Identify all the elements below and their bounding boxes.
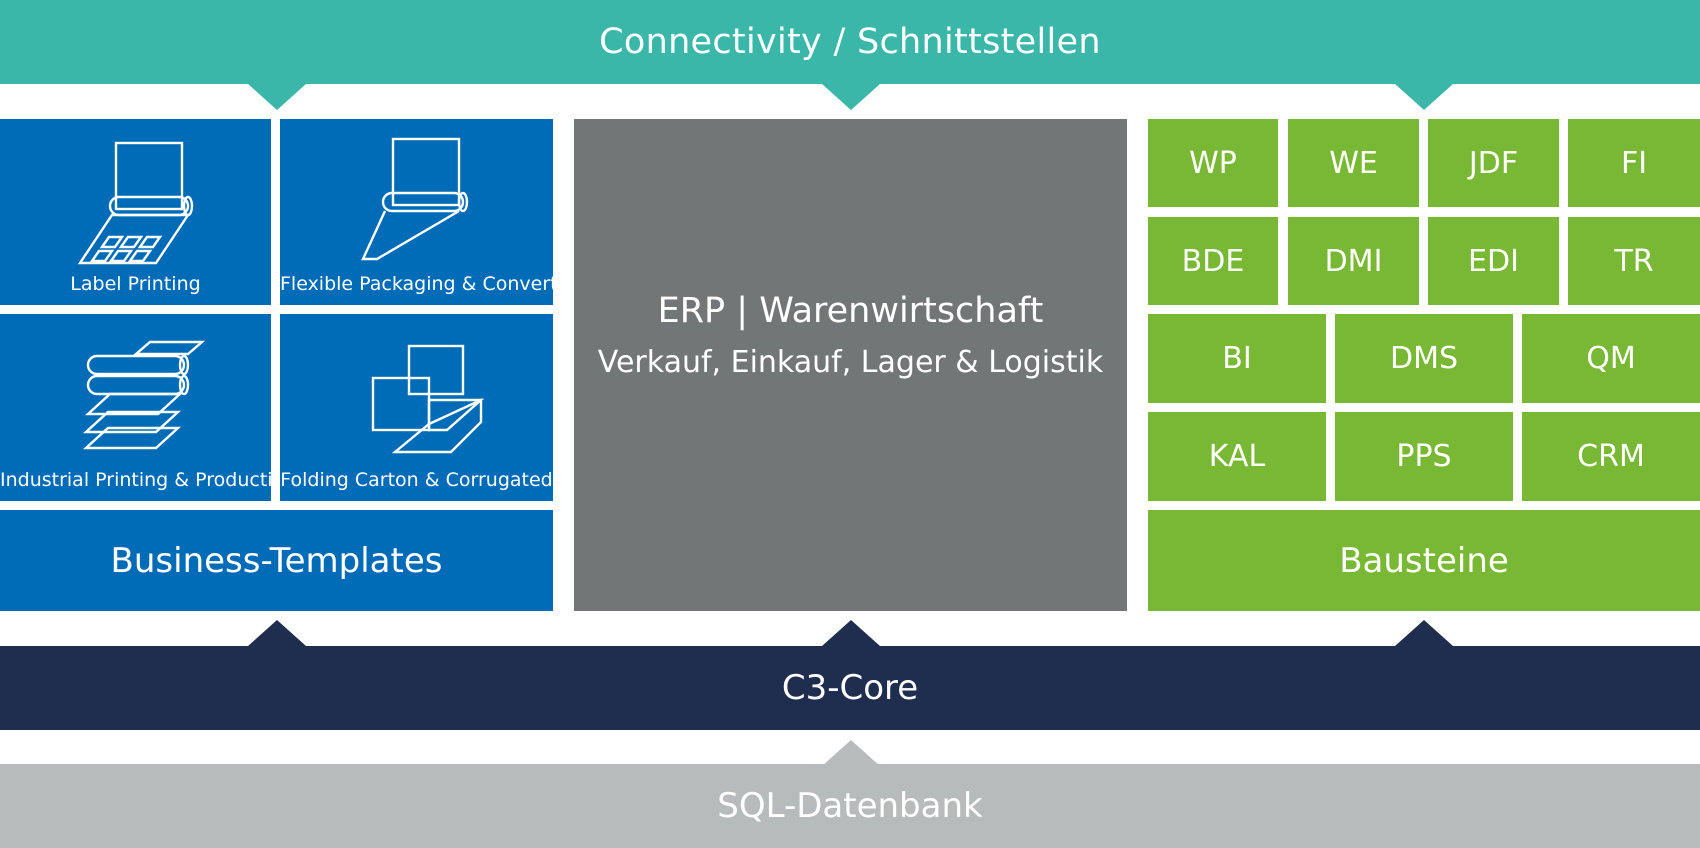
connectivity-label: Connectivity / Schnittstellen [599,22,1101,62]
tile-label-printing-label: Label Printing [70,273,201,295]
module-dms-label: DMS [1389,341,1459,376]
tile-industrial-printing[interactable]: Industrial Printing & Production [0,314,297,501]
module-bi-label: BI [1222,341,1252,376]
module-edi-label: EDI [1468,243,1519,279]
module-tr[interactable]: TR [1568,217,1700,305]
module-jdf-label: JDF [1468,145,1519,181]
connectivity-arrow-center [822,84,880,110]
module-bde-label: BDE [1181,243,1245,279]
tile-industrial-printing-label: Industrial Printing & Production [0,469,297,491]
module-wp[interactable]: WP [1148,119,1278,207]
module-crm[interactable]: CRM [1522,412,1700,501]
flexible-packaging-icon [280,129,553,269]
core-arrow-left [248,620,306,646]
module-crm-label: CRM [1577,439,1645,474]
module-fi[interactable]: FI [1568,119,1700,207]
tile-folding-carton[interactable]: Folding Carton & Corrugated [280,314,553,501]
erp-title: ERP | Warenwirtschaft [657,290,1044,331]
module-kal[interactable]: KAL [1148,412,1326,501]
sql-bar: SQL-Datenbank [0,764,1700,848]
tile-label-printing[interactable]: Label Printing [0,119,271,305]
module-wp-label: WP [1189,145,1237,181]
module-fi-label: FI [1620,145,1648,181]
module-pps[interactable]: PPS [1335,412,1513,501]
module-tr-label: TR [1614,243,1654,279]
tile-flexible-packaging-label: Flexible Packaging & Converting [280,273,588,295]
business-templates-box: Business-Templates [0,510,553,611]
module-dmi-label: DMI [1324,243,1383,279]
module-dms[interactable]: DMS [1335,314,1513,403]
tile-flexible-packaging[interactable]: Flexible Packaging & Converting [280,119,588,305]
module-bi[interactable]: BI [1148,314,1326,403]
module-qm-label: QM [1586,341,1636,376]
sql-arrow [822,740,880,766]
module-jdf[interactable]: JDF [1428,119,1559,207]
connectivity-arrow-right [1395,84,1453,110]
core-label: C3-Core [781,668,919,708]
core-bar: C3-Core [0,646,1700,730]
module-we[interactable]: WE [1288,119,1419,207]
erp-subtitle: Verkauf, Einkauf, Lager & Logistik [597,344,1104,380]
tile-folding-carton-label: Folding Carton & Corrugated [280,469,553,491]
module-edi[interactable]: EDI [1428,217,1559,305]
core-arrow-center [822,620,880,646]
label-printing-icon [0,129,271,269]
bausteine-box: Bausteine [1148,510,1700,611]
business-templates-label: Business-Templates [110,540,443,581]
connectivity-bar: Connectivity / Schnittstellen [0,0,1700,84]
module-kal-label: KAL [1208,439,1266,474]
folding-carton-icon [280,324,553,464]
sql-label: SQL-Datenbank [717,786,983,826]
module-pps-label: PPS [1396,439,1452,474]
module-bde[interactable]: BDE [1148,217,1278,305]
bausteine-label: Bausteine [1339,540,1509,581]
erp-box: ERP | Warenwirtschaft Verkauf, Einkauf, … [574,119,1127,611]
module-we-label: WE [1329,145,1378,181]
connectivity-arrow-left [248,84,306,110]
core-arrow-right [1395,620,1453,646]
industrial-printing-icon [0,324,271,464]
module-dmi[interactable]: DMI [1288,217,1419,305]
module-qm[interactable]: QM [1522,314,1700,403]
